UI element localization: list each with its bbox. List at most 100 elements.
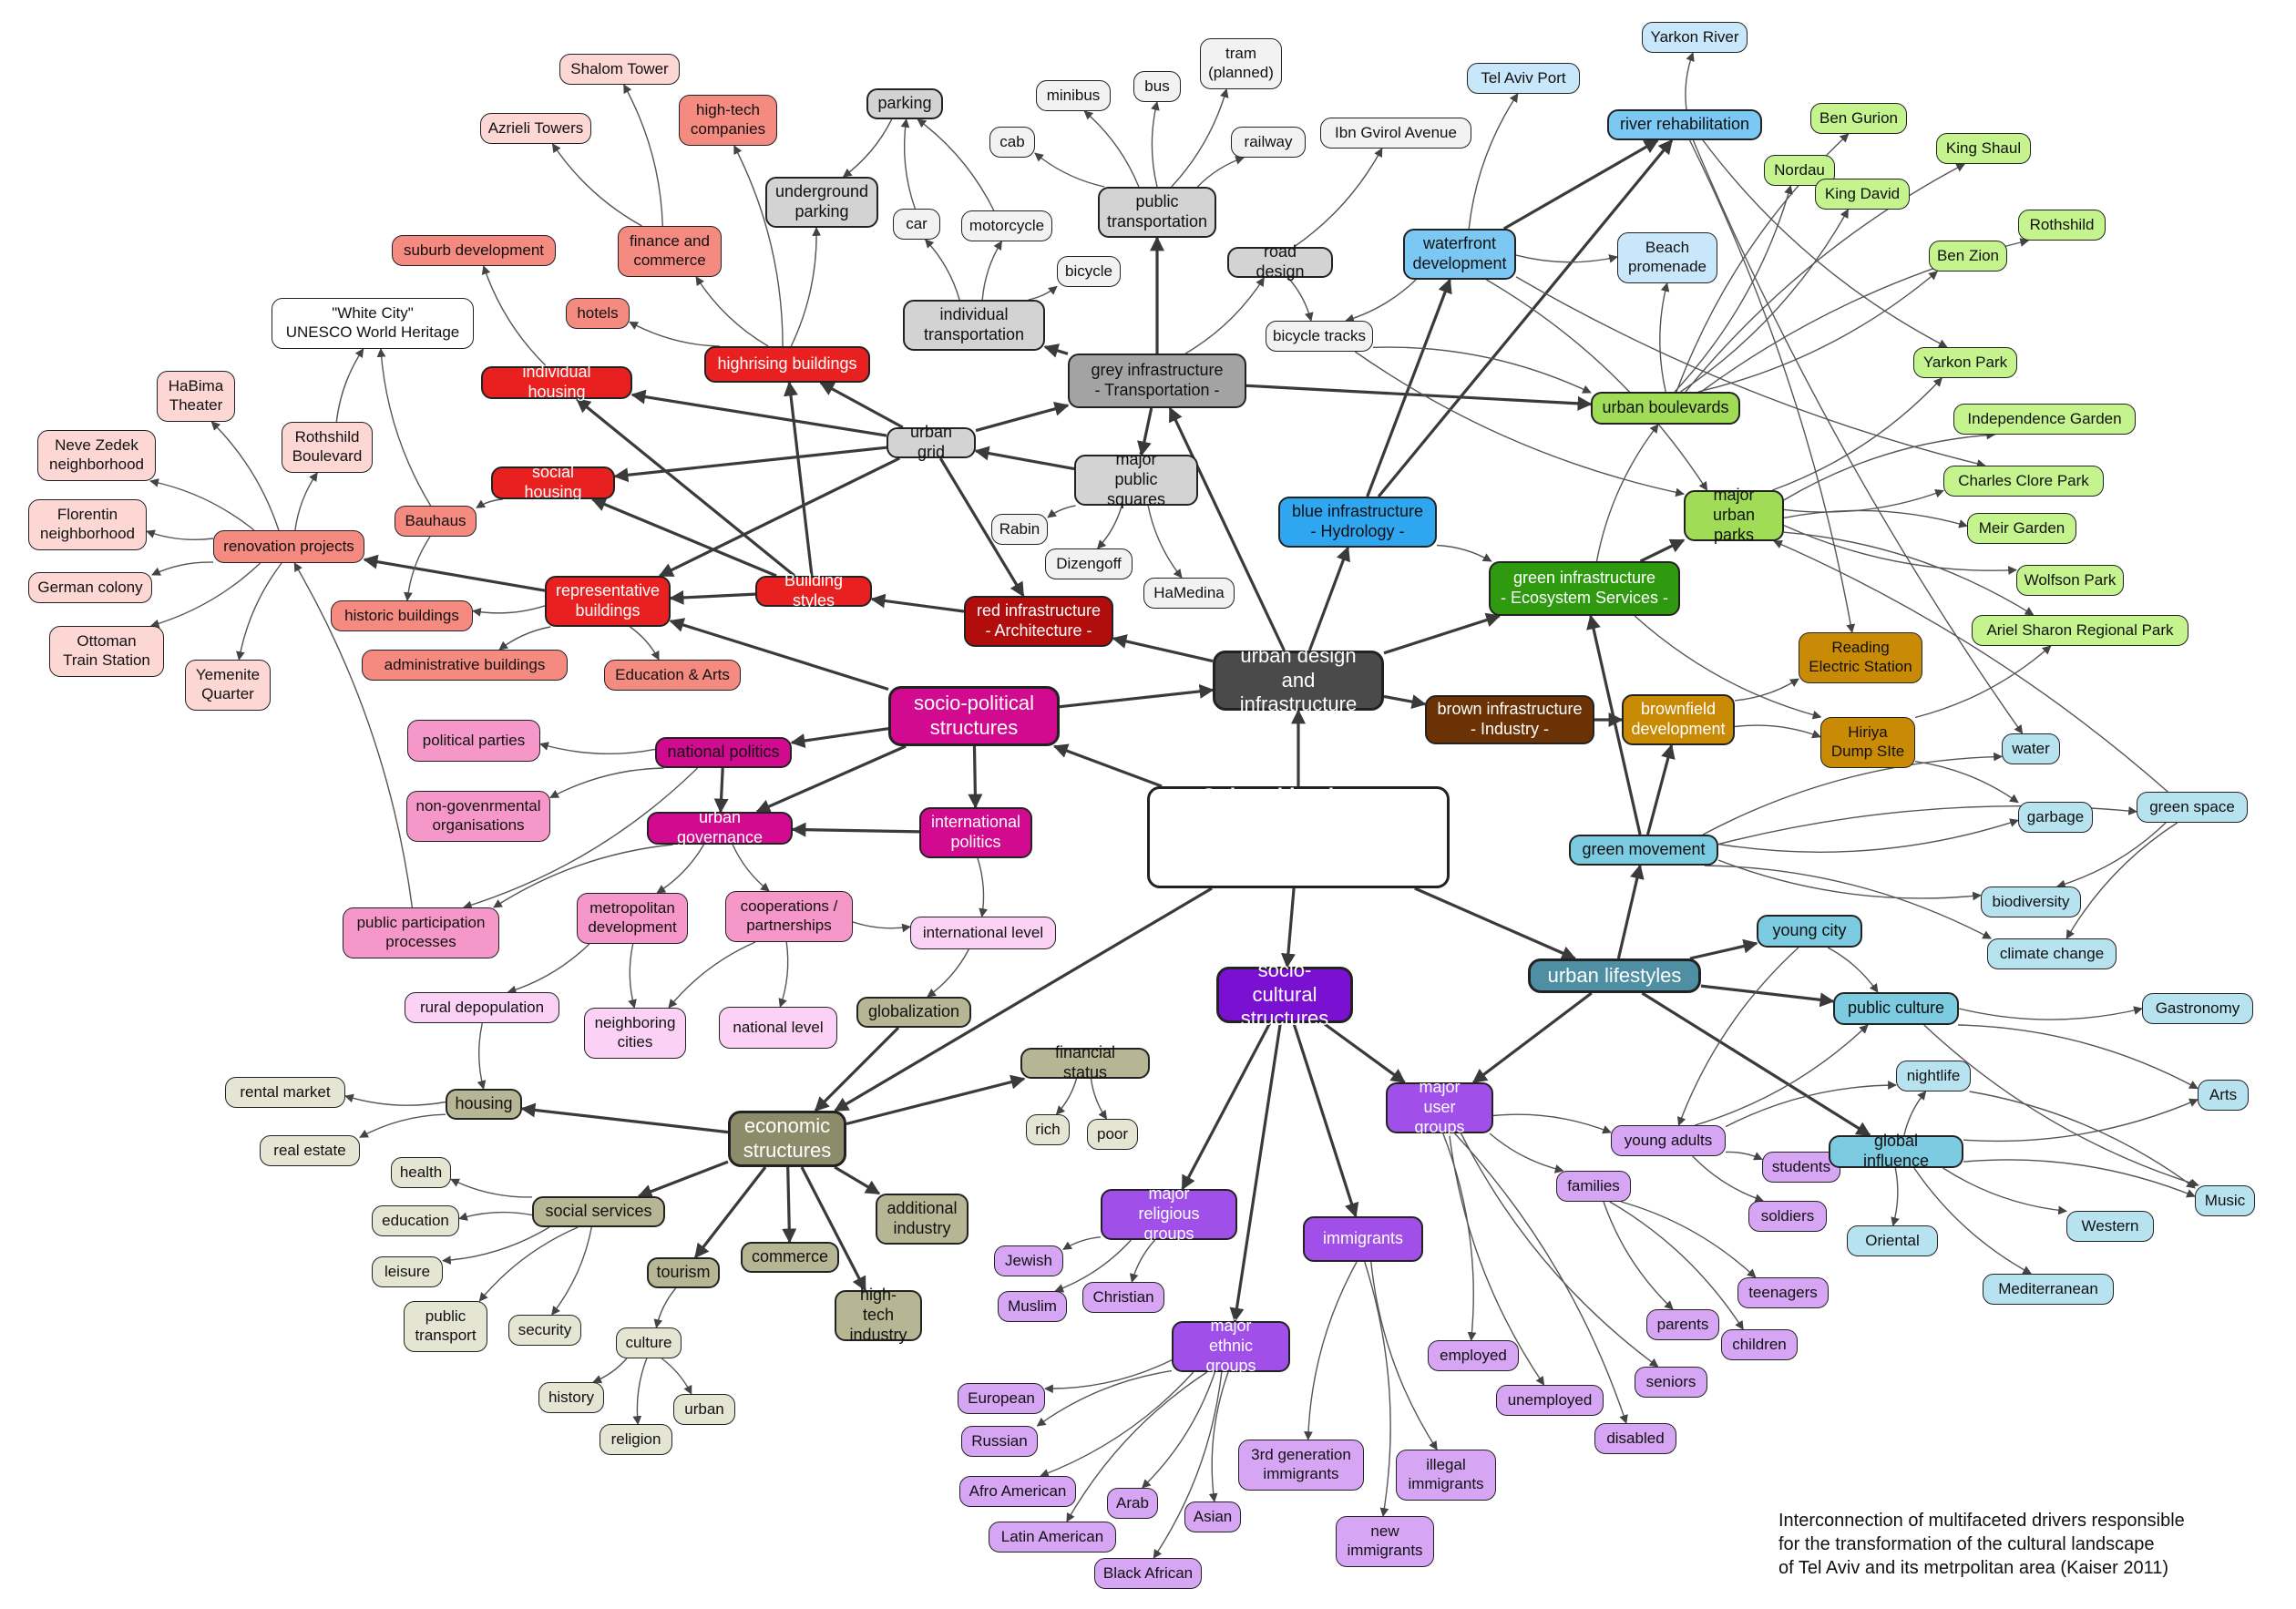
- node-reading[interactable]: Reading Electric Station: [1799, 632, 1922, 683]
- node-meir-garden[interactable]: Meir Garden: [1967, 513, 2076, 544]
- node-education-arts[interactable]: Education & Arts: [604, 660, 741, 691]
- node-river-rehab[interactable]: river rehabilitation: [1607, 109, 1762, 140]
- node-tram[interactable]: tram (planned): [1200, 38, 1282, 89]
- node-admin-buildings[interactable]: administrative buildings: [362, 650, 568, 681]
- node-ngo[interactable]: non-govenrmental organisations: [406, 791, 550, 842]
- node-young-adults[interactable]: young adults: [1611, 1125, 1726, 1156]
- node-ben-zion[interactable]: Ben Zion: [1929, 241, 2007, 272]
- node-individual-transport[interactable]: individual transportation: [903, 300, 1045, 351]
- node-black-african[interactable]: Black African: [1094, 1558, 1202, 1589]
- node-seniors[interactable]: seniors: [1635, 1367, 1707, 1398]
- node-urban-governance[interactable]: urban governance: [647, 808, 793, 846]
- node-green-infra[interactable]: green infrastructure - Ecosystem Service…: [1489, 561, 1680, 616]
- node-unemployed[interactable]: unemployed: [1496, 1385, 1604, 1416]
- node-brownfield[interactable]: brownfield development: [1622, 694, 1735, 745]
- node-religious-groups[interactable]: major religious groups: [1101, 1184, 1237, 1243]
- node-global-influence[interactable]: global influence: [1829, 1132, 1963, 1170]
- node-poor[interactable]: poor: [1087, 1119, 1138, 1150]
- node-ottoman[interactable]: Ottoman Train Station: [49, 626, 164, 677]
- node-neighboring-cities[interactable]: neighboring cities: [584, 1008, 686, 1059]
- node-bus[interactable]: bus: [1133, 71, 1181, 102]
- node-hamedina[interactable]: HaMedina: [1143, 578, 1235, 609]
- node-tel-aviv-port[interactable]: Tel Aviv Port: [1467, 63, 1580, 94]
- node-hightech-industry[interactable]: high-tech industry: [835, 1286, 922, 1344]
- node-motorcycle[interactable]: motorcycle: [961, 210, 1052, 241]
- node-immigrants[interactable]: immigrants: [1303, 1216, 1423, 1262]
- node-parking[interactable]: parking: [866, 88, 943, 119]
- node-children[interactable]: children: [1721, 1329, 1798, 1360]
- node-german-colony[interactable]: German colony: [28, 572, 152, 603]
- node-rothshild-blvd[interactable]: Rothshild Boulevard: [282, 422, 373, 473]
- node-social-services[interactable]: social services: [532, 1196, 665, 1227]
- node-real-estate[interactable]: real estate: [260, 1135, 360, 1166]
- node-independence-garden[interactable]: Independence Garden: [1953, 404, 2136, 435]
- node-major-parks[interactable]: major urban parks: [1684, 486, 1784, 544]
- node-neve-zedek[interactable]: Neve Zedek neighborhood: [37, 430, 156, 481]
- node-european[interactable]: European: [958, 1383, 1045, 1414]
- node-biodiversity[interactable]: biodiversity: [1981, 886, 2081, 917]
- node-political-parties[interactable]: political parties: [407, 720, 540, 762]
- node-health[interactable]: health: [391, 1157, 451, 1188]
- node-cab[interactable]: cab: [989, 127, 1035, 158]
- node-bicycle-tracks[interactable]: bicycle tracks: [1266, 321, 1373, 352]
- node-ariel-sharon[interactable]: Ariel Sharon Regional Park: [1972, 615, 2188, 646]
- node-renovation[interactable]: renovation projects: [213, 530, 364, 563]
- node-red-infra[interactable]: red infrastructure - Architecture -: [964, 596, 1113, 647]
- node-hightech-companies[interactable]: high-tech companies: [679, 95, 777, 146]
- node-public-participation[interactable]: public participation processes: [343, 907, 499, 958]
- node-individual-housing[interactable]: individual housing: [481, 363, 632, 401]
- node-illegal-immigrants[interactable]: illegal immigrants: [1396, 1450, 1496, 1501]
- node-king-shaul[interactable]: King Shaul: [1936, 133, 2031, 164]
- node-music[interactable]: Music: [2195, 1185, 2255, 1216]
- node-public-culture[interactable]: public culture: [1833, 992, 1959, 1025]
- node-dizengoff[interactable]: Dizengoff: [1045, 548, 1133, 579]
- node-railway[interactable]: railway: [1231, 127, 1306, 158]
- node-car[interactable]: car: [893, 209, 940, 240]
- node-white-city[interactable]: "White City" UNESCO World Heritage: [272, 298, 474, 349]
- node-charles-clore[interactable]: Charles Clore Park: [1943, 466, 2104, 497]
- node-major-squares[interactable]: major public squares: [1074, 450, 1198, 508]
- node-cooperations[interactable]: cooperations / partnerships: [725, 891, 853, 942]
- node-christian[interactable]: Christian: [1082, 1282, 1164, 1313]
- node-commerce[interactable]: commerce: [741, 1242, 839, 1273]
- node-bauhaus[interactable]: Bauhaus: [395, 506, 477, 537]
- node-finance[interactable]: finance and commerce: [618, 226, 722, 277]
- node-yarkon-river[interactable]: Yarkon River: [1642, 22, 1748, 53]
- node-economic[interactable]: economic structures: [728, 1111, 846, 1167]
- node-employed[interactable]: employed: [1428, 1340, 1519, 1371]
- node-ben-gurion[interactable]: Ben Gurion: [1810, 103, 1907, 134]
- node-garbage[interactable]: garbage: [2018, 802, 2093, 833]
- node-brown-infra[interactable]: brown infrastructure - Industry -: [1425, 695, 1594, 744]
- node-rural-depop[interactable]: rural depopulation: [405, 992, 559, 1023]
- node-waterfront[interactable]: waterfront development: [1403, 229, 1516, 280]
- node-national-level[interactable]: national level: [719, 1007, 837, 1049]
- node-gastronomy[interactable]: Gastronomy: [2142, 993, 2253, 1024]
- node-urban-lifestyles[interactable]: urban lifestyles: [1528, 958, 1701, 993]
- node-bicycle[interactable]: bicycle: [1057, 256, 1121, 287]
- node-urban-boulevards[interactable]: urban boulevards: [1591, 392, 1740, 425]
- node-rabin[interactable]: Rabin: [991, 514, 1048, 545]
- node-socio-political[interactable]: socio-political structures: [888, 686, 1060, 746]
- node-king-david[interactable]: King David: [1815, 179, 1910, 210]
- node-urban-design[interactable]: urban design and infrastructure: [1213, 644, 1384, 715]
- node-green-space[interactable]: green space: [2137, 792, 2248, 823]
- node-afro-american[interactable]: Afro American: [959, 1476, 1076, 1507]
- node-ethnic-groups[interactable]: major ethnic groups: [1172, 1317, 1290, 1375]
- node-green-movement[interactable]: green movement: [1569, 835, 1718, 866]
- node-rich[interactable]: rich: [1026, 1114, 1070, 1145]
- node-education[interactable]: education: [372, 1205, 459, 1236]
- node-hotels[interactable]: hotels: [566, 298, 630, 329]
- node-urban-t[interactable]: urban: [673, 1394, 735, 1425]
- node-yemenite[interactable]: Yemenite Quarter: [185, 660, 271, 711]
- node-suburb[interactable]: suburb development: [392, 235, 556, 266]
- node-families[interactable]: families: [1556, 1171, 1631, 1202]
- node-representative-buildings[interactable]: representative buildings: [545, 576, 671, 627]
- node-social-housing[interactable]: social housing: [491, 463, 615, 501]
- node-shalom[interactable]: Shalom Tower: [559, 54, 680, 85]
- node-western[interactable]: Western: [2066, 1211, 2154, 1242]
- node-urban-grid[interactable]: urban grid: [887, 423, 976, 461]
- node-minibus[interactable]: minibus: [1036, 80, 1111, 111]
- node-russian[interactable]: Russian: [961, 1426, 1038, 1457]
- node-socio-cultural[interactable]: socio-cultural structures: [1216, 958, 1353, 1030]
- node-rental-market[interactable]: rental market: [225, 1077, 345, 1108]
